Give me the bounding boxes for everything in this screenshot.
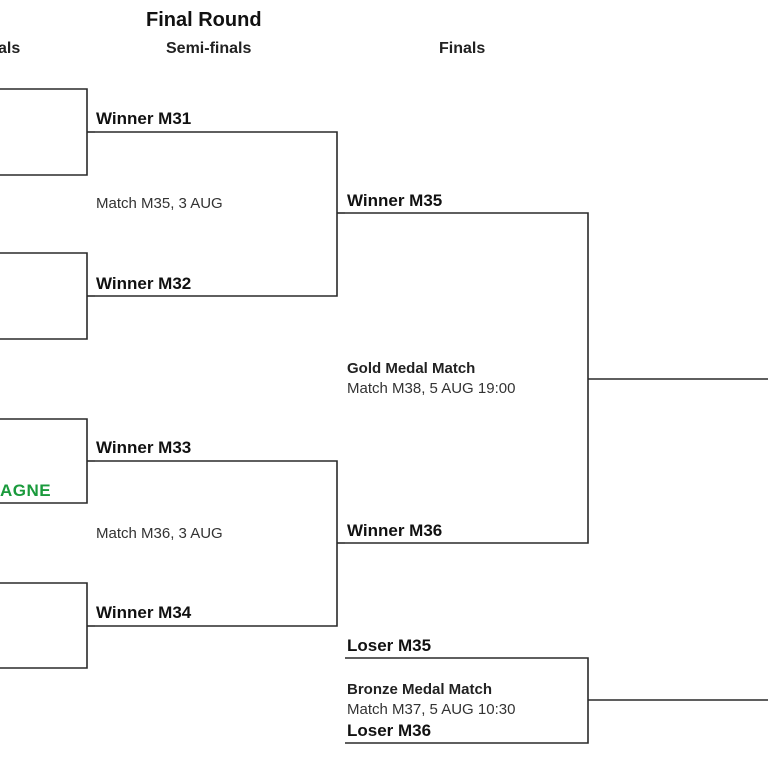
slot-winner-m33: Winner M33: [96, 438, 192, 457]
round-label-semi-finals: Semi-finals: [166, 40, 252, 57]
quarter-bracket-2: [0, 252, 88, 340]
slot-loser-m36: Loser M36: [347, 721, 432, 740]
semi-bracket-m35: [95, 131, 338, 297]
match-info-m38: Match M38, 5 AUG 19:00: [347, 380, 516, 397]
round-label-finals: Finals: [439, 40, 486, 57]
slot-winner-m34: Winner M34: [96, 603, 192, 622]
slot-loser-m35: Loser M35: [347, 636, 432, 655]
match-info-m36: Match M36, 3 AUG: [96, 525, 223, 542]
page-title: Final Round: [146, 9, 262, 31]
quarter-bracket-4: [0, 582, 88, 669]
quarter-bracket-1: [0, 88, 88, 176]
match-info-m37: Match M37, 5 AUG 10:30: [347, 701, 516, 718]
gold-medal-title: Gold Medal Match: [347, 360, 476, 377]
bronze-medal-title: Bronze Medal Match: [347, 681, 493, 698]
slot-winner-m35: Winner M35: [347, 191, 443, 210]
slot-winner-m36: Winner M36: [347, 521, 443, 540]
round-label-quarter-finals: als: [0, 40, 21, 57]
gold-bracket: [345, 212, 589, 544]
slot-winner-m32: Winner M32: [96, 274, 192, 293]
match-info-m35: Match M35, 3 AUG: [96, 195, 223, 212]
semi-bracket-m36: [95, 460, 338, 627]
slot-winner-m31: Winner M31: [96, 109, 192, 128]
team-name-partial: AGNE: [0, 481, 52, 500]
